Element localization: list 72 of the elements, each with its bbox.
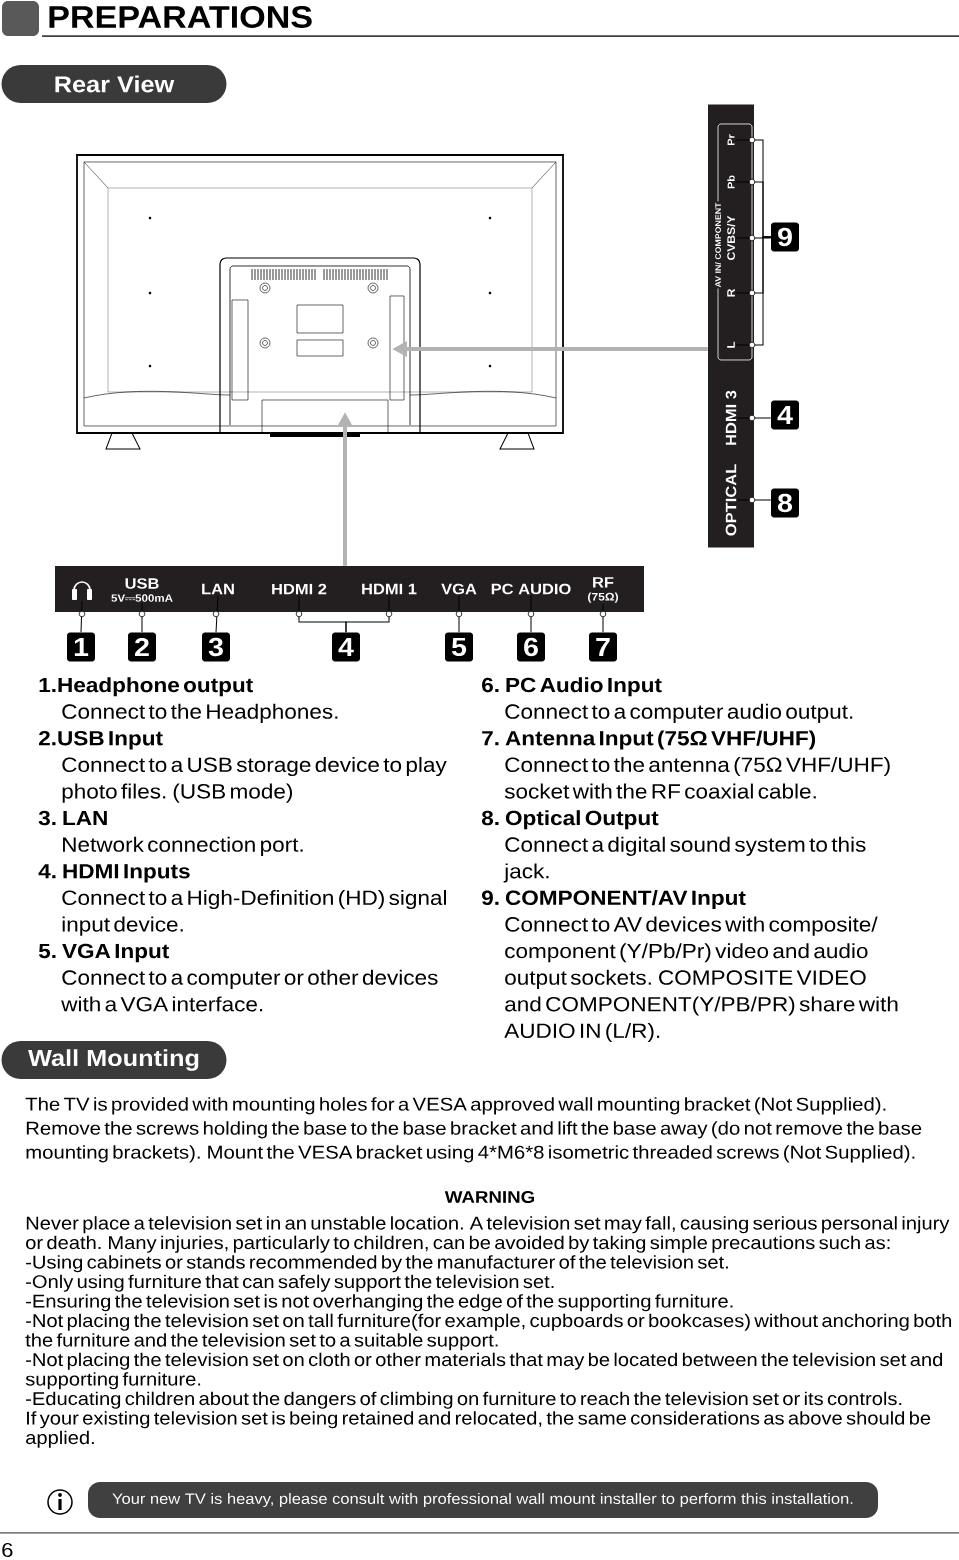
paragraph: -Using cabinets or stands recommended by the manufacturer of the television set. [26,1255,728,1273]
item-heading: 4. HDMI Inputs [38,864,190,883]
port-label: OPTICAL [725,464,737,536]
item-heading: 5. VGA Input [38,943,170,963]
headphones-icon [72,581,92,600]
item-description: Connect to AV devices with composite/ component (Y/Pb/Pr) video and audio output sockets. COMPOSITE VIDEO and COMPONENT(Y/PB/PR) share with AUDIO IN (L/R). [504,916,898,1043]
item-heading: 9. COMPONENT/AV Input [482,890,746,910]
item-description: Connect to the antenna (75Ω VHF/UHF) socket with the RF coaxial cable. [504,757,890,799]
paragraph: Never place a television set in an unstable location. A television set may fall, causing serious personal injury or death. Many injuries, particularly to children, can be avoided by taking simple precautions such as: [26,1216,950,1253]
callout-number: 4 [332,632,360,662]
port-label: HDMI 3 [725,390,737,445]
paragraph: -Only using furniture that can safely support the television set. [26,1274,554,1292]
paragraph: -Ensuring the television set is not overhanging the edge of the supporting furniture. [26,1294,733,1312]
leader-line [735,139,772,238]
paragraph: -Not placing the television set on cloth or other materials that may be located between the television set and supporting furniture. [25,1352,943,1390]
connector-panel [55,566,644,612]
leader-line [737,499,772,501]
tv-drawing [76,154,564,450]
callout-number: 2 [128,632,156,662]
page-number: 6 [2,1542,13,1558]
callout-number: 7 [589,632,617,662]
item-heading: 6. PC Audio Input [482,677,662,697]
port-label: L [727,341,735,348]
item-heading: 1.Headphone output [39,677,253,697]
item-description: Network connection port. [63,836,303,856]
callout-number: 3 [202,632,230,662]
port-label: HDMI 2 [272,583,327,595]
item-description: Connect to a computer audio output. [505,703,853,723]
item-description: Connect to a computer or other devices with a VGA interface. [61,969,438,1012]
leader-line [80,600,83,633]
paragraph: -Not placing the television set on tall furniture(for example, cupboards or bookcases) without anchoring both the furniture and the television set to a suitable support. [25,1313,952,1351]
item-description: Connect to the Headphones. [62,703,338,723]
warning-heading: WARNING [444,1190,534,1203]
leader-line [735,237,772,239]
leader-line [345,594,390,633]
item-description: Connect a digital sound system to this jack. [503,836,866,883]
item-heading: 8. Optical Output [481,810,659,830]
leader-line [530,595,532,633]
port-label: RF (75Ω) [588,577,618,603]
callout-number: 5 [445,632,473,662]
leader-line [215,594,219,633]
leader-line [737,417,772,419]
callout-number: 9 [771,222,799,252]
connector-panel [708,104,754,548]
leader-line [141,602,143,633]
port-label: Pr [727,134,735,146]
port-label: VGA [441,583,477,595]
leader-line [602,603,604,633]
port-label: PC AUDIO [491,583,571,595]
item-heading: 2.USB Input [39,730,163,750]
port-label: HDMI 1 [362,583,417,595]
item-heading: 3. LAN [38,810,107,826]
note-banner: Your new TV is heavy, please consult with professional wall mount installer to perform this installation. [88,1482,878,1518]
paragraph: -Educating children about the dangers of climbing on furniture to reach the television set or its controls. [26,1391,902,1409]
paragraph: The TV is provided with mounting holes for a VESA approved wall mounting bracket (Not Supplied). Remove the screws holding the base to the base bracket and lift the base away (do not remove the base mounting brackets). Mount the VESA bracket using 4*M6*8 isometric threaded screws (Not Supplied). [25,1097,922,1163]
port-label: CVBS/Y [726,215,736,260]
callout-number: 6 [517,632,545,662]
item-heading: 7. Antenna Input (75Ω VHF/UHF) [482,730,816,750]
leader-line [458,595,460,633]
port-label: USB 5V 500mA [111,578,173,602]
paragraph: If your existing television set is being retained and relocated, the same considerations as above should be applied. [26,1411,931,1448]
port-label: LAN [202,583,234,595]
callout-number: 8 [771,488,799,518]
item-description: Connect to a High-Definition (HD) signal input device. [62,890,446,936]
port-label: Pb [727,175,735,189]
callout-number: 4 [771,400,799,430]
callout-number: 1 [67,632,95,662]
section-heading: Rear View [1,65,227,103]
title: PREPARATIONS [49,6,312,28]
item-description: Connect to a USB storage device to play photo files. (USB mode) [62,757,447,803]
port-label: R [727,288,735,297]
section-heading: Wall Mounting [1,1041,227,1079]
